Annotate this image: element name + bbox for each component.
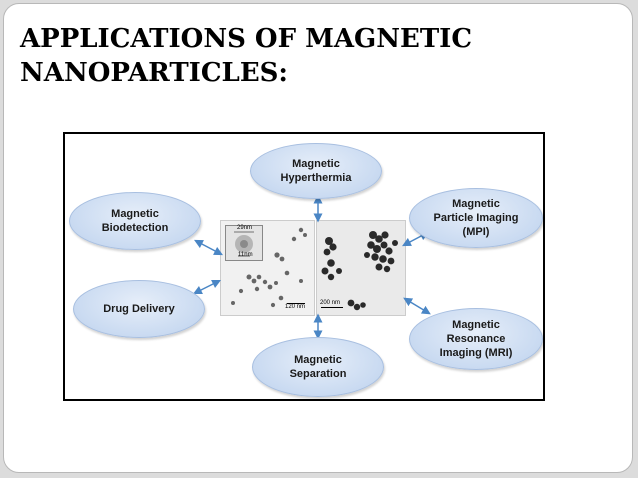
node-magnetic-biodetection: Magnetic Biodetection bbox=[69, 192, 201, 250]
node-magnetic-separation: Magnetic Separation bbox=[252, 337, 384, 397]
arrow-biodetection bbox=[194, 239, 223, 256]
node-magnetic-resonance-imaging: Magnetic Resonance Imaging (MRI) bbox=[409, 308, 543, 370]
node-drug-delivery: Drug Delivery bbox=[73, 280, 205, 338]
tem-inset-particle bbox=[234, 231, 254, 257]
node-magnetic-particle-imaging: Magnetic Particle Imaging (MPI) bbox=[409, 188, 543, 248]
node-magnetic-hyperthermia: Magnetic Hyperthermia bbox=[250, 143, 382, 199]
slide: APPLICATIONS OF MAGNETIC NANOPARTICLES: bbox=[3, 3, 633, 473]
nanoparticle-applications-figure: 29nm 11nm 120 nm bbox=[63, 132, 545, 401]
inset-scale-bottom: 11nm bbox=[238, 252, 253, 258]
arrow-mri bbox=[403, 297, 431, 315]
tem-image-left: 29nm 11nm 120 nm bbox=[220, 220, 315, 316]
title-line-1: APPLICATIONS OF MAGNETIC bbox=[20, 24, 473, 54]
tem-image-right: 200 nm bbox=[316, 220, 406, 316]
arrow-drug-delivery bbox=[192, 279, 222, 295]
left-scale-bar bbox=[287, 303, 305, 304]
right-scale-bar bbox=[321, 307, 343, 308]
tem-inset: 29nm 11nm bbox=[225, 225, 263, 261]
inset-scale-top: 29nm bbox=[237, 225, 253, 231]
left-scale-label: 120 nm bbox=[285, 304, 306, 310]
title-line-2: NANOPARTICLES: bbox=[20, 58, 289, 88]
slide-title: APPLICATIONS OF MAGNETIC NANOPARTICLES: bbox=[20, 22, 472, 90]
right-scale-label: 200 nm bbox=[320, 300, 341, 306]
tem-left-particles bbox=[231, 227, 307, 308]
tem-right-particles bbox=[321, 231, 398, 311]
